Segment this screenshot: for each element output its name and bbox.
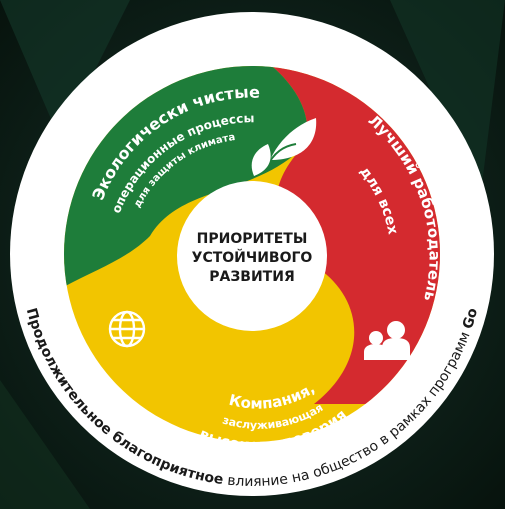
people-icon — [364, 321, 410, 360]
outer-ring-text-part4: Go — [460, 306, 481, 331]
center-circle — [177, 181, 327, 331]
center-title-line3: РАЗВИТИЯ — [209, 269, 294, 285]
background-leaf-shape — [390, 0, 505, 200]
background-leaf-shape — [0, 0, 130, 140]
leaf-icon — [251, 118, 317, 176]
segment-red — [264, 66, 440, 404]
background-leaf-shape — [0, 380, 90, 509]
center-title-line1: ПРИОРИТЕТЫ — [197, 231, 308, 247]
center-title-line2: УСТОЙЧИВОГО — [192, 249, 313, 266]
globe-icon — [108, 310, 146, 348]
